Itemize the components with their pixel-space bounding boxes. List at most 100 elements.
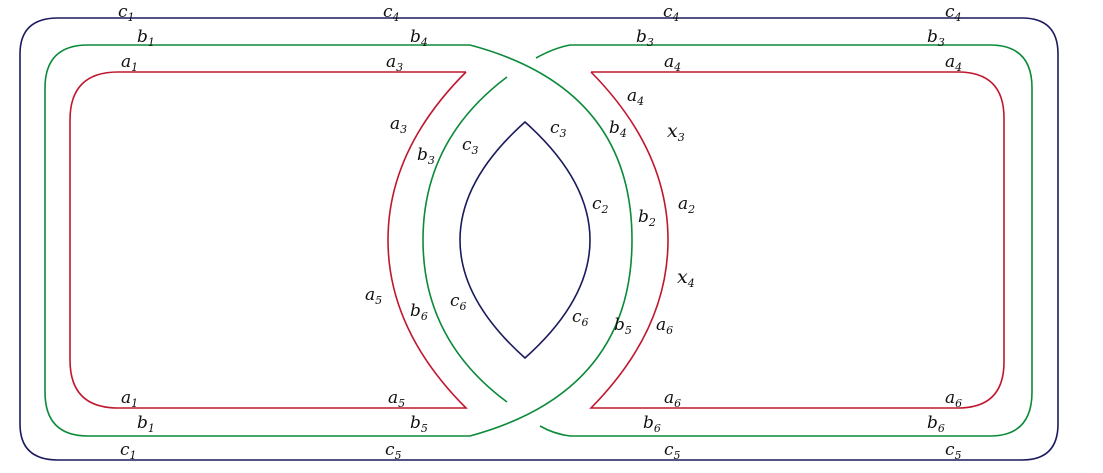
label-subscript: 6 xyxy=(955,397,962,410)
label-base: a xyxy=(121,52,131,72)
label-base: c xyxy=(550,118,560,138)
label-b6-bot-right2: b6 xyxy=(927,413,945,435)
label-base: c xyxy=(450,291,460,311)
label-subscript: 3 xyxy=(396,61,403,74)
label-base: c xyxy=(945,2,955,22)
label-base: b xyxy=(417,145,428,165)
label-base: a xyxy=(386,52,396,72)
label-c1-top: c1 xyxy=(118,2,135,24)
label-base: b xyxy=(927,27,938,47)
label-subscript: 6 xyxy=(674,397,681,410)
label-base: c xyxy=(383,2,393,22)
label-base: c xyxy=(385,440,395,460)
label-a6-bot-right2: a6 xyxy=(945,388,962,410)
label-base: a xyxy=(121,388,131,408)
right-a-curve xyxy=(589,71,1005,409)
label-base: a xyxy=(627,86,637,106)
label-a5-arc: a5 xyxy=(365,285,382,307)
label-base: b xyxy=(927,413,938,433)
label-base: x xyxy=(677,266,688,288)
label-subscript: 4 xyxy=(420,36,428,49)
label-subscript: 5 xyxy=(955,449,962,462)
label-c6-left: c6 xyxy=(450,291,467,313)
label-b4-top: b4 xyxy=(410,27,428,49)
label-b5-bot: b5 xyxy=(410,413,428,435)
label-b3-top-right2: b3 xyxy=(927,27,945,49)
label-c4-top-mid: c4 xyxy=(383,2,400,24)
label-base: b xyxy=(410,301,421,321)
label-b1-top: b1 xyxy=(137,27,155,49)
label-subscript: 4 xyxy=(954,11,962,24)
label-b6-arc: b6 xyxy=(410,301,428,323)
label-c1-bot: c1 xyxy=(120,440,137,462)
label-subscript: 3 xyxy=(647,36,654,49)
label-base: c xyxy=(663,2,673,22)
label-subscript: 5 xyxy=(421,422,428,435)
label-base: c xyxy=(592,194,602,214)
label-a1-top: a1 xyxy=(121,52,138,74)
label-base: a xyxy=(664,388,674,408)
label-base: c xyxy=(118,2,128,22)
label-subscript: 2 xyxy=(687,203,695,216)
label-base: c xyxy=(462,135,472,155)
label-a6-arc: a6 xyxy=(656,315,673,337)
label-x4: x4 xyxy=(677,266,695,290)
label-c6-right: c6 xyxy=(572,307,589,329)
label-subscript: 6 xyxy=(460,300,467,313)
label-b3-arc: b3 xyxy=(417,145,435,167)
label-base: c xyxy=(664,440,674,460)
label-subscript: 1 xyxy=(131,397,138,410)
label-base: b xyxy=(638,207,649,227)
label-base: b xyxy=(137,27,148,47)
label-base: c xyxy=(120,440,130,460)
label-subscript: 4 xyxy=(954,61,962,74)
label-a6-bot-right1: a6 xyxy=(664,388,681,410)
label-subscript: 6 xyxy=(582,316,589,329)
label-a1-bot: a1 xyxy=(121,388,138,410)
label-subscript: 1 xyxy=(130,449,137,462)
label-base: a xyxy=(678,194,688,214)
label-base: b xyxy=(137,413,148,433)
label-subscript: 4 xyxy=(636,95,644,108)
label-subscript: 3 xyxy=(472,144,479,157)
label-base: b xyxy=(609,118,620,138)
label-c4-top-right2: c4 xyxy=(945,2,962,24)
label-a4-arc: a4 xyxy=(627,86,644,108)
right-b-inner-arc xyxy=(422,76,508,403)
label-subscript: 1 xyxy=(148,36,155,49)
left-a-curve xyxy=(69,71,468,409)
label-a4-top-right1: a4 xyxy=(664,52,681,74)
label-base: a xyxy=(656,315,666,335)
label-c3-right: c3 xyxy=(550,118,567,140)
label-subscript: 1 xyxy=(148,422,155,435)
label-subscript: 6 xyxy=(666,324,673,337)
label-subscript: 4 xyxy=(687,277,695,290)
left-b-curve xyxy=(44,44,633,437)
label-base: a xyxy=(664,52,674,72)
label-base: a xyxy=(365,285,375,305)
label-base: a xyxy=(388,388,398,408)
label-subscript: 3 xyxy=(400,123,407,136)
outer-c-curve xyxy=(19,17,1059,461)
label-subscript: 3 xyxy=(560,127,567,140)
label-base: a xyxy=(390,114,400,134)
label-b2: b2 xyxy=(638,207,656,229)
label-subscript: 6 xyxy=(654,422,661,435)
label-c5-bot-right1: c5 xyxy=(664,440,681,462)
label-x3: x3 xyxy=(667,120,685,144)
label-base: a xyxy=(945,388,955,408)
label-subscript: 2 xyxy=(601,203,609,216)
label-a4-top-right2: a4 xyxy=(945,52,962,74)
inner-lens-c-curve xyxy=(459,120,591,360)
label-base: b xyxy=(614,315,625,335)
label-subscript: 4 xyxy=(673,61,681,74)
label-b1-bot: b1 xyxy=(137,413,155,435)
label-subscript: 1 xyxy=(131,61,138,74)
label-base: x xyxy=(667,120,678,142)
label-c2: c2 xyxy=(592,194,609,216)
label-c3-left: c3 xyxy=(462,135,479,157)
label-b4-arc: b4 xyxy=(609,118,627,140)
label-subscript: 5 xyxy=(674,449,681,462)
